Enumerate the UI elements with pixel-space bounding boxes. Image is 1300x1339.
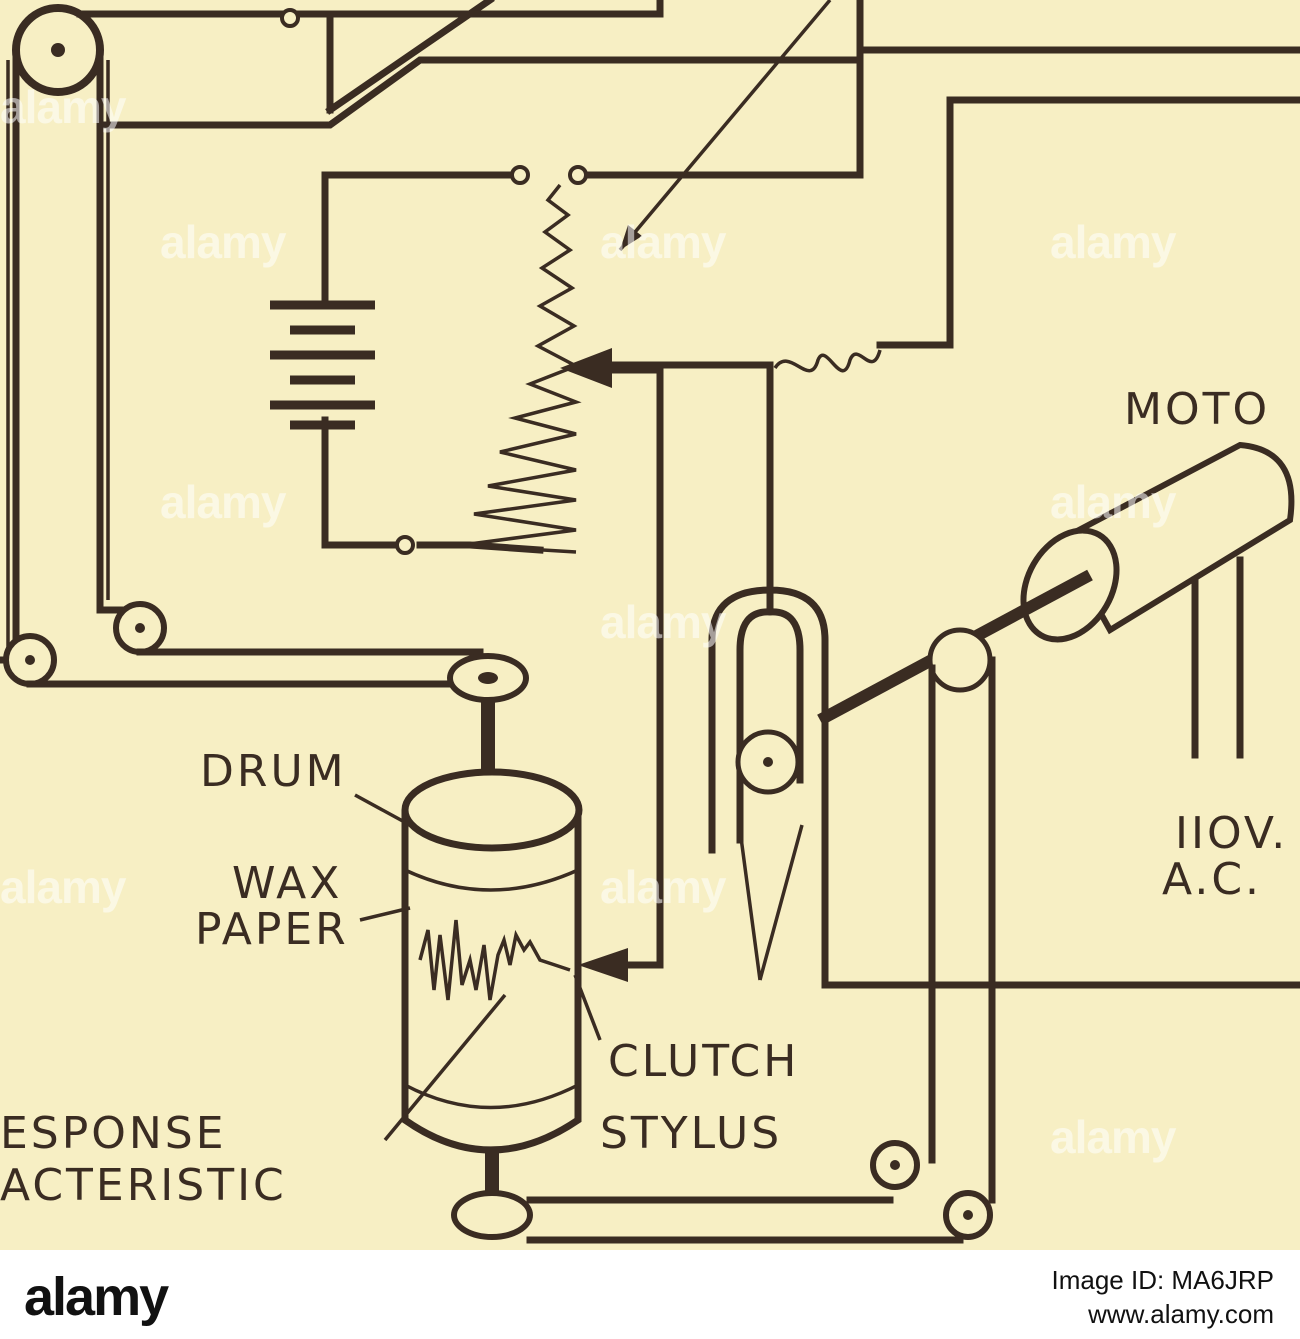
label-wax: WAX xyxy=(232,858,343,909)
wax-pointer xyxy=(359,906,411,922)
image-id-text: Image ID: MA6JRP xyxy=(1051,1265,1274,1295)
label-motor: MOTO xyxy=(1124,384,1271,435)
rheostat-slider xyxy=(596,361,774,834)
watermark: alamy xyxy=(0,861,126,913)
label-clutch: CLUTCH xyxy=(608,1036,800,1087)
watermark: alamy xyxy=(1050,1111,1176,1163)
response-pointer xyxy=(383,993,507,1142)
watermark: alamy xyxy=(1050,476,1176,528)
terminal-a xyxy=(510,165,530,185)
motor xyxy=(1020,441,1295,759)
terminal-c xyxy=(395,535,415,555)
watermark: alamy xyxy=(600,216,726,268)
top-terminal xyxy=(280,8,300,28)
clutch-fork xyxy=(708,556,1300,989)
top-right-wires xyxy=(576,46,1300,349)
drum-pointer xyxy=(354,793,411,827)
label-response: ESPONSE xyxy=(0,1108,227,1159)
schematic-diagram: DRUM WAX PAPER ESPONSE ACTERISTIC CLUTCH… xyxy=(0,0,1300,1250)
drum-bottom-pulley xyxy=(451,1190,533,1240)
watermark: alamy xyxy=(600,861,726,913)
clutch-pointer xyxy=(573,974,602,1041)
slider-arrowhead xyxy=(560,348,612,388)
watermark: alamy xyxy=(160,216,286,268)
label-voltage: IIOV. xyxy=(1175,808,1289,859)
stylus-arrowhead xyxy=(578,948,628,982)
site-url: www.alamy.com xyxy=(1088,1298,1274,1329)
label-stylus: STYLUS xyxy=(600,1108,783,1159)
label-characteristic: ACTERISTIC xyxy=(0,1160,287,1211)
clutch-arrows xyxy=(738,824,804,981)
label-paper: PAPER xyxy=(195,904,349,955)
watermark: alamy xyxy=(160,476,286,528)
rheostat-coil xyxy=(461,183,582,554)
label-ac: A.C. xyxy=(1162,854,1263,905)
left-belt xyxy=(0,46,144,664)
left-belt-inner xyxy=(6,60,110,650)
small-coil xyxy=(773,349,882,373)
clutch-fork-inner xyxy=(736,608,804,844)
watermark: alamy xyxy=(600,596,726,648)
terminal-b xyxy=(568,165,588,185)
rheostat-pointer xyxy=(618,0,832,252)
alamy-logo: alamy xyxy=(24,1267,169,1327)
watermark: alamy xyxy=(0,81,126,133)
schematic-drawing xyxy=(0,0,1300,1244)
motor-pulley xyxy=(927,627,993,693)
image-identifier: Image ID: MA6JRP www.alamy.com xyxy=(1051,1264,1274,1332)
top-wiring xyxy=(76,0,864,129)
bottom-belt xyxy=(526,1196,964,1244)
rheostat-pointer-head xyxy=(620,225,642,250)
label-drum: DRUM xyxy=(200,746,347,797)
response-trace xyxy=(418,919,571,1001)
battery xyxy=(270,171,544,554)
belt-to-drum xyxy=(26,648,484,688)
watermark: alamy xyxy=(1050,216,1176,268)
motor-belt xyxy=(928,656,996,1204)
stock-footer: alamy Image ID: MA6JRP www.alamy.com xyxy=(0,1250,1300,1339)
